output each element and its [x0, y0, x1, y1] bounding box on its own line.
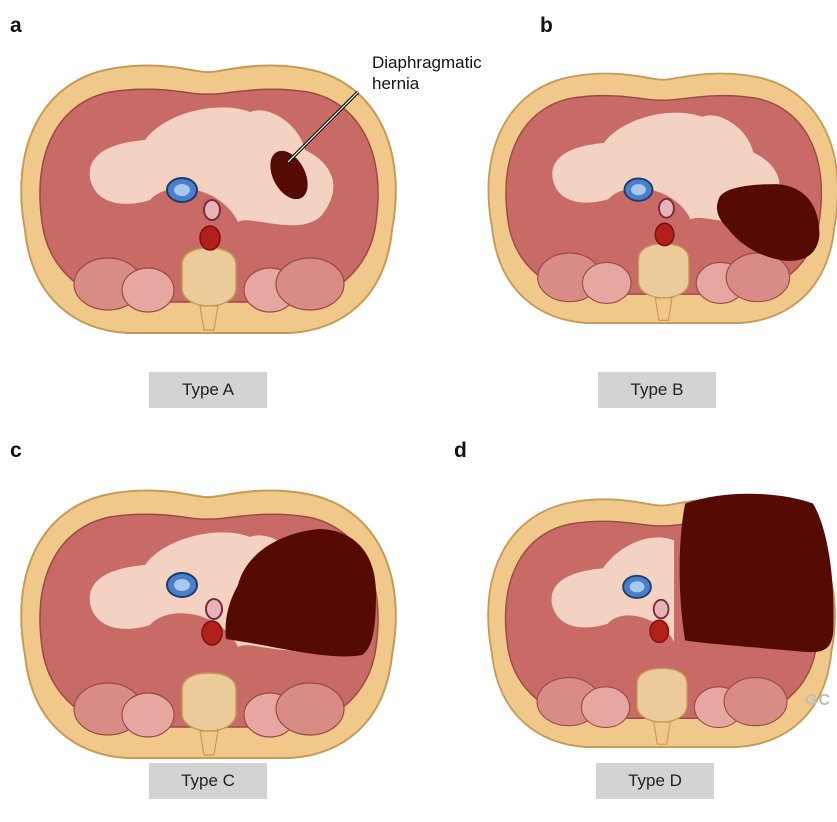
- ivc-vessel: [167, 573, 197, 597]
- ivc-vessel: [624, 178, 652, 200]
- type-label-a: Type A: [149, 372, 267, 408]
- ivc-vessel: [167, 178, 197, 202]
- panel-d: d Ty: [450, 425, 837, 822]
- esophagus: [654, 600, 669, 619]
- aorta: [202, 621, 222, 645]
- esophagus: [206, 599, 222, 619]
- aorta: [200, 226, 220, 250]
- esophagus: [204, 200, 220, 220]
- diaphragm-illustration-c: [0, 425, 418, 795]
- panel-a: a: [0, 0, 418, 397]
- diaphragm-illustration-a: [0, 0, 418, 370]
- aorta: [655, 223, 674, 245]
- esophagus: [659, 199, 674, 218]
- panel-b: b Ty: [450, 0, 837, 397]
- aorta: [650, 620, 669, 642]
- diaphragm-illustration-b: [450, 0, 837, 370]
- type-label-b: Type B: [598, 372, 716, 408]
- hernia-defect: [680, 494, 834, 652]
- ivc-vessel: [623, 576, 651, 598]
- watermark: GC: [805, 692, 831, 710]
- diaphragm-illustration-d: [450, 425, 837, 795]
- panel-c: c Ty: [0, 425, 418, 822]
